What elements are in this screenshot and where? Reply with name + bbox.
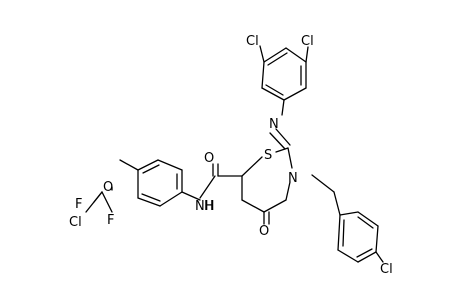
imine-nitrogen-label: N [269,117,279,132]
bond [157,159,183,171]
bond [275,147,289,153]
bond [333,191,341,216]
bond [265,84,284,96]
fluorine-label: F [75,197,82,212]
fluorine-label: F [107,213,114,228]
atom-labels: Cl Cl N S O N NH H O O F F Cl Cl [69,34,393,277]
bond [287,147,293,169]
bond [375,225,379,253]
bonds [85,45,384,263]
bond [357,216,374,229]
chlorine-label: Cl [380,262,393,277]
bond [263,199,287,213]
bond [342,219,345,247]
bond [241,156,263,177]
bond [311,174,335,193]
bond [85,191,103,213]
bond [119,159,139,171]
chlorine-label: Cl [301,34,314,49]
bond [159,191,183,207]
bond [269,132,286,150]
bond [241,199,265,213]
sulfur-label: S [264,148,272,163]
chlorine-label: Cl [69,215,82,230]
bond [263,47,287,63]
bond [357,211,379,227]
bond [305,46,309,63]
bond [337,249,359,263]
bond [357,251,377,263]
bond [261,61,265,89]
bond [281,99,285,116]
bond [261,87,285,101]
amide-nitrogen-label: NH [195,199,215,214]
bond [101,191,113,213]
ether-oxygen-label: O [103,180,113,195]
bond [137,159,159,171]
bond [267,52,288,66]
ring-nitrogen-label: N [288,171,298,186]
bond [337,214,341,251]
amide-hydrogen-label: H [204,199,214,214]
chlorine-label: Cl [246,34,259,49]
bond [181,191,201,201]
bond [339,211,359,216]
bond [285,181,291,201]
bond [375,251,384,263]
bond [199,175,216,199]
ketone-oxygen-label: O [259,224,269,239]
bond [141,193,161,202]
bond [275,128,291,146]
bond [137,197,161,207]
bond [259,45,265,63]
amide-oxygen-label: O [204,151,214,166]
bond [283,87,307,101]
bond [356,248,373,258]
bond [142,164,160,174]
bond [285,47,307,63]
